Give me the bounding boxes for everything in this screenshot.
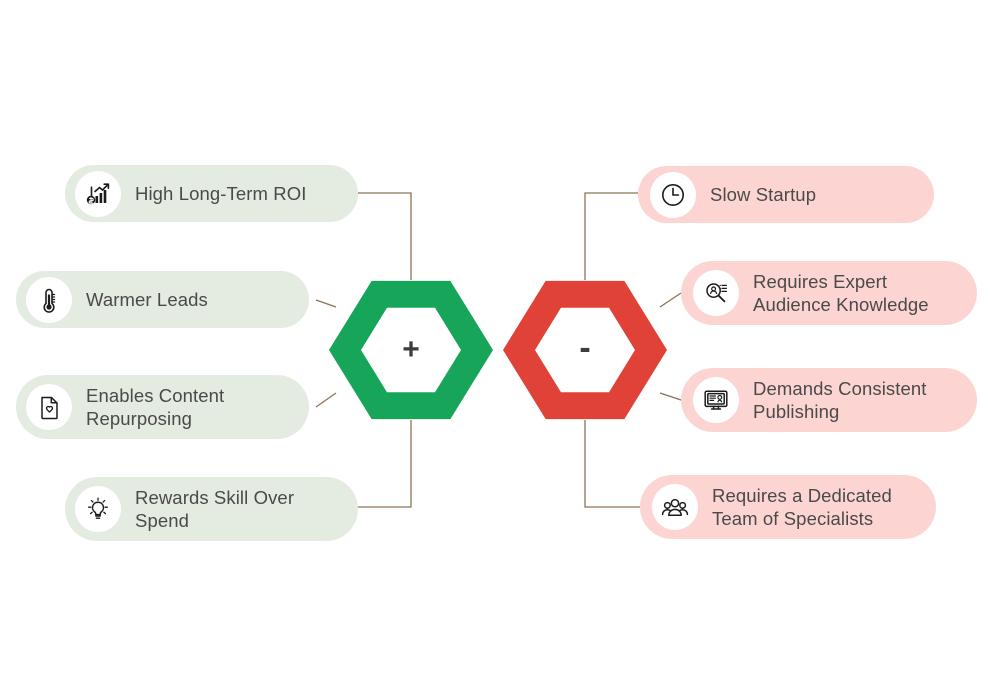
clock-icon (650, 171, 696, 218)
pro-item-3-label: Enables Content Repurposing (86, 385, 225, 429)
thermometer-icon (26, 276, 72, 323)
con-item-2[interactable]: Requires Expert Audience Knowledge (681, 261, 977, 325)
pro-item-2-label: Warmer Leads (86, 289, 208, 310)
minus-icon: - (579, 329, 591, 367)
pros-hexagon[interactable]: + (329, 278, 493, 422)
document-heart-icon (26, 384, 72, 430)
con-item-1[interactable]: Slow Startup (638, 166, 934, 223)
con-item-1-label: Slow Startup (710, 184, 817, 205)
wire-pro-4 (358, 420, 412, 508)
monitor-publishing-icon (693, 377, 739, 423)
growth-chart-dollar-icon (75, 170, 121, 217)
pro-item-2[interactable]: Warmer Leads (16, 271, 309, 328)
con-item-2-label: Requires Expert Audience Knowledge (753, 271, 929, 315)
con-item-4[interactable]: Requires a Dedicated Team of Specialists (640, 475, 936, 539)
audience-research-icon (693, 270, 739, 316)
con-item-3-label: Demands Consistent Publishing (753, 378, 927, 422)
pro-item-4-label: Rewards Skill Over Spend (135, 487, 295, 531)
pro-item-1-label: High Long-Term ROI (135, 183, 307, 204)
cons-hexagon[interactable]: - (503, 278, 667, 422)
plus-icon: + (402, 333, 420, 366)
pro-item-4[interactable]: Rewards Skill Over Spend (65, 477, 358, 541)
pro-item-3[interactable]: Enables Content Repurposing (16, 375, 309, 439)
pro-item-1[interactable]: High Long-Term ROI (65, 165, 358, 222)
con-item-3[interactable]: Demands Consistent Publishing (681, 368, 977, 432)
wire-pro-1 (358, 192, 412, 280)
people-group-icon (652, 484, 698, 530)
con-item-4-label: Requires a Dedicated Team of Specialists (712, 485, 892, 529)
wire-con-4 (584, 420, 640, 508)
lightbulb-icon (75, 486, 121, 532)
wire-con-1 (584, 192, 638, 280)
